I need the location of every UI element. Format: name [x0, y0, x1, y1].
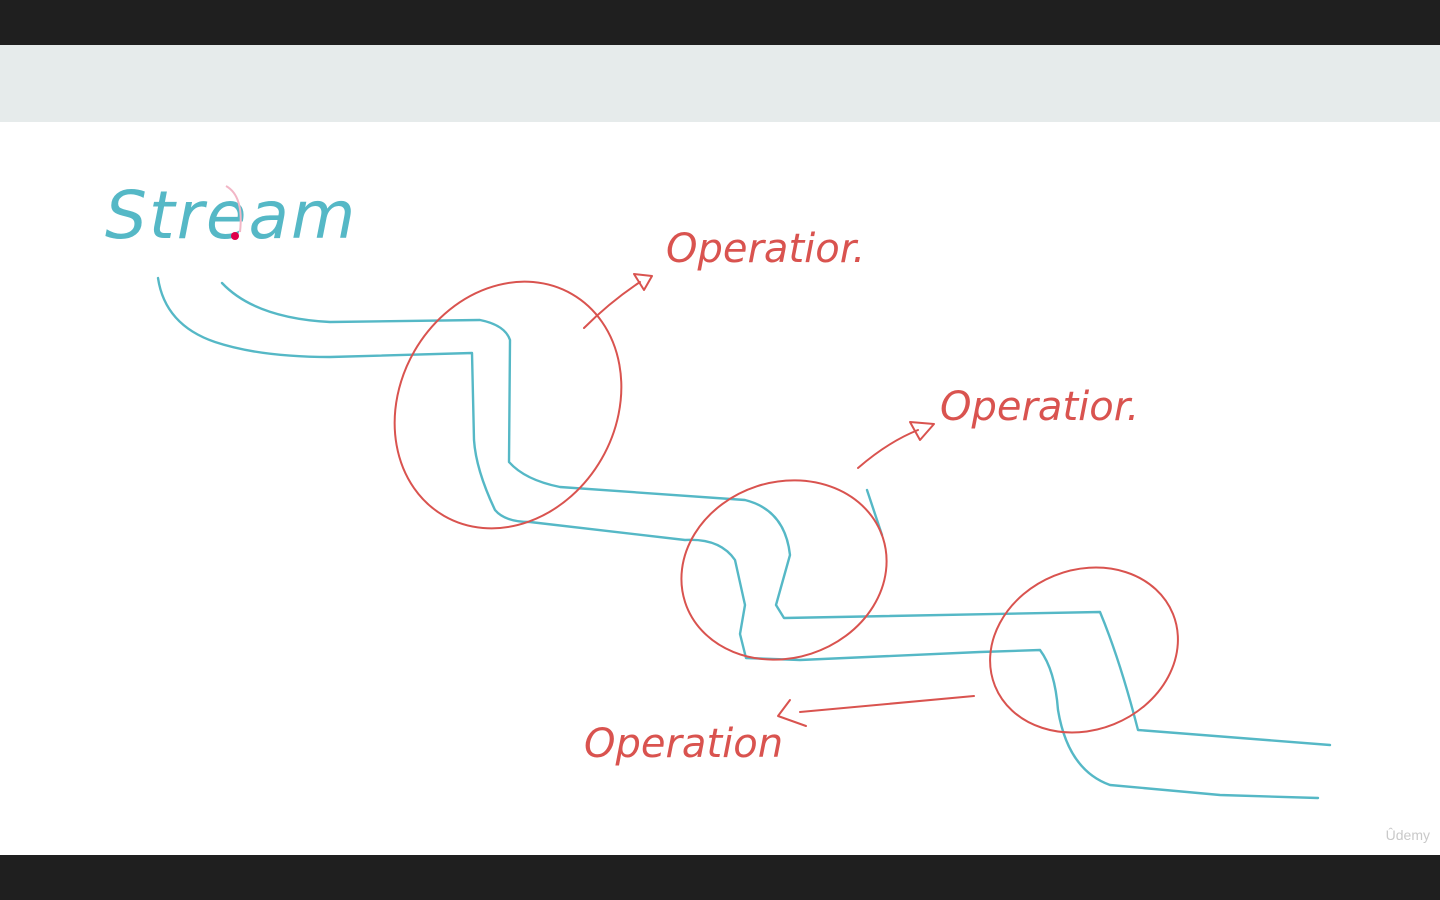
- operation-circles: [393, 280, 1179, 734]
- arrow-2-head: [909, 421, 935, 441]
- operation-label-1: Operatior.: [666, 226, 865, 272]
- drawing-canvas: [0, 122, 1440, 855]
- operation-circle-1: [393, 280, 623, 530]
- stream-pipe: [156, 276, 1332, 800]
- arrow-3-head: [777, 699, 807, 727]
- operation-circle-2: [680, 479, 888, 661]
- operation-label-3: Operation: [584, 721, 783, 767]
- top-bar: [0, 0, 1440, 45]
- arrow-2: [857, 429, 919, 469]
- pen-marker-dot: [231, 232, 239, 240]
- bottom-bar: [0, 855, 1440, 900]
- watermark: Ûdemy: [1385, 827, 1430, 843]
- operation-arrows: [583, 273, 975, 727]
- arrow-1: [583, 281, 641, 329]
- toolbar-strip: [0, 45, 1440, 122]
- arrow-3: [799, 695, 975, 713]
- operation-circle-3: [989, 566, 1179, 734]
- operation-label-2: Operatior.: [940, 384, 1139, 430]
- pen-marker: [225, 185, 242, 233]
- arrow-1-head: [633, 273, 653, 291]
